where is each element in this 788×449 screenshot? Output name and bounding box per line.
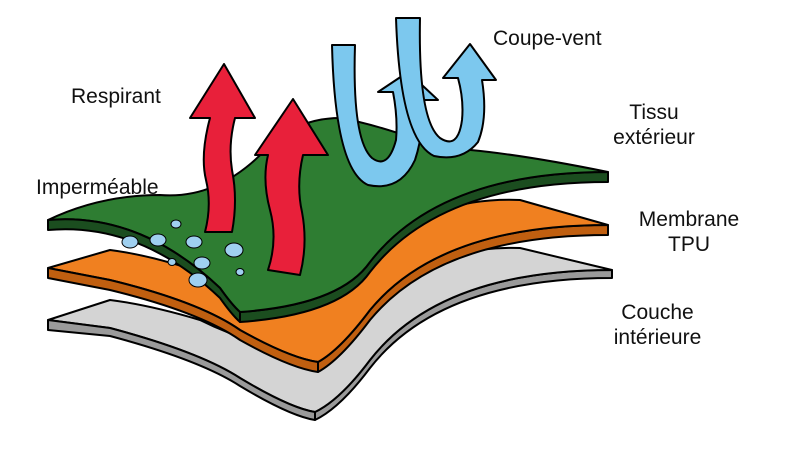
water-drop bbox=[193, 256, 211, 270]
water-drop bbox=[235, 268, 245, 276]
membrane-label-line2: TPU bbox=[668, 233, 710, 256]
inner-layer-front bbox=[47, 319, 316, 421]
water-drops bbox=[121, 219, 245, 288]
water-drop bbox=[185, 235, 203, 249]
windproof-arrow-right bbox=[395, 17, 497, 159]
inner-layer-label-line1: Couche bbox=[621, 301, 694, 324]
waterproof-label: Imperméable bbox=[36, 176, 159, 199]
outer-fabric-label-line1: Tissu bbox=[629, 101, 679, 124]
breathable-arrow-right bbox=[254, 98, 329, 276]
water-drop bbox=[167, 258, 177, 266]
windproof-arrows bbox=[331, 17, 497, 188]
membrane-layer-front bbox=[47, 267, 319, 373]
outer-fabric-label-line2: extérieur bbox=[613, 126, 695, 149]
water-drop bbox=[121, 235, 139, 249]
inner-layer-label-line2: intérieure bbox=[613, 326, 702, 349]
water-drop bbox=[149, 233, 167, 247]
membrane-label-line1: Membrane bbox=[638, 208, 740, 231]
membrane-label: Membrane TPU bbox=[624, 207, 754, 257]
membrane-layer bbox=[47, 198, 609, 373]
inner-layer-label: Couche intérieure bbox=[600, 300, 715, 350]
windproof-label: Coupe-vent bbox=[493, 27, 602, 50]
breathable-arrow-left bbox=[189, 63, 256, 233]
breathable-arrows bbox=[189, 63, 329, 276]
breathable-label: Respirant bbox=[71, 85, 161, 108]
water-drop bbox=[188, 272, 208, 288]
water-drop bbox=[170, 219, 182, 229]
water-drop bbox=[224, 242, 244, 258]
outer-fabric-label: Tissu extérieur bbox=[604, 100, 704, 150]
